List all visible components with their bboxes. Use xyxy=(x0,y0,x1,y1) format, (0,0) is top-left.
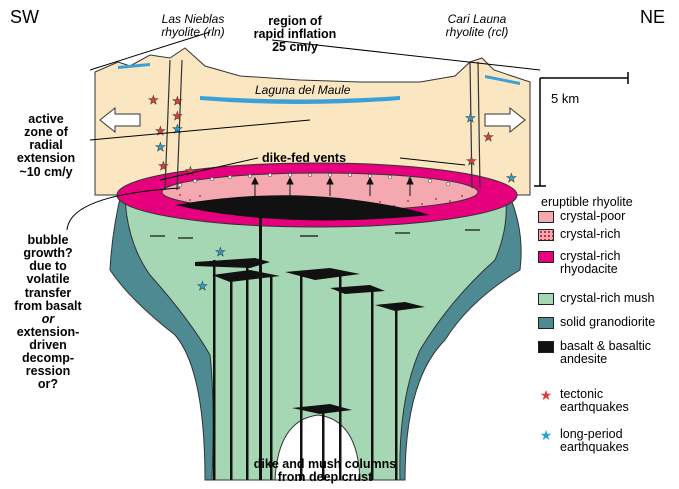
legend-swatch xyxy=(538,251,554,263)
legend-label: basalt & basaltic andesite xyxy=(560,340,651,366)
legend-label: crystal-rich rhyodacite xyxy=(560,250,620,276)
cari-launa-line1: Cari Launa xyxy=(432,13,522,26)
svg-text:★: ★ xyxy=(506,171,517,185)
bubble-note-line: or xyxy=(6,313,90,326)
svg-text:★: ★ xyxy=(172,109,183,123)
bubble-note-line: or? xyxy=(6,378,90,391)
las-nieblas-line1: Las Nieblas xyxy=(148,13,238,26)
legend-star-item: ★ long-period earthquakes xyxy=(538,428,629,454)
svg-text:★: ★ xyxy=(483,130,494,144)
compass-ne: NE xyxy=(640,8,665,27)
svg-text:★: ★ xyxy=(197,279,208,293)
legend-item: crystal-rich rhyodacite xyxy=(538,250,620,276)
svg-text:★: ★ xyxy=(158,159,169,173)
legend-label: tectonic earthquakes xyxy=(560,388,629,414)
legend-item: crystal-rich mush xyxy=(538,292,654,305)
legend-swatch xyxy=(538,229,554,241)
legend-item: crystal-rich xyxy=(538,228,620,241)
legend-swatch xyxy=(538,341,554,353)
vents-label: dike-fed vents xyxy=(262,152,346,165)
legend-item: solid granodiorite xyxy=(538,316,655,329)
legend-star-item: ★ tectonic earthquakes xyxy=(538,388,629,414)
bubble-note-line: from basalt xyxy=(6,300,90,313)
inflation-label: region of rapid inflation 25 cm/y xyxy=(240,15,350,54)
extension-note-line: extension xyxy=(6,152,86,165)
scale-bar xyxy=(534,72,628,186)
legend-label: solid granodiorite xyxy=(560,316,655,329)
extension-note-line: ~10 cm/y xyxy=(6,166,86,179)
legend-item: basalt & basaltic andesite xyxy=(538,340,651,366)
legend-heading: eruptible rhyolite xyxy=(541,196,633,209)
legend-label: long-period earthquakes xyxy=(560,428,629,454)
legend-label: crystal-rich mush xyxy=(560,292,654,305)
feeder-dike-main xyxy=(259,210,262,480)
scale-label: 5 km xyxy=(551,92,579,106)
inflation-line3: 25 cm/y xyxy=(240,41,350,54)
svg-text:★: ★ xyxy=(466,154,477,168)
svg-text:★: ★ xyxy=(172,122,183,136)
star-icon: ★ xyxy=(538,428,554,442)
lake-label: Laguna del Maule xyxy=(255,84,350,97)
star-icon: ★ xyxy=(538,388,554,402)
svg-text:★: ★ xyxy=(155,140,166,154)
legend-swatch xyxy=(538,317,554,329)
bottom-caption-line2: from deep crust xyxy=(240,471,410,484)
cari-launa-label: Cari Launa rhyolite (rcl) xyxy=(432,13,522,38)
legend-swatch xyxy=(538,293,554,305)
legend-label: crystal-poor xyxy=(560,210,625,223)
compass-sw: SW xyxy=(10,8,39,27)
bubble-note-line: transfer xyxy=(6,287,90,300)
bubble-note-line: volatile xyxy=(6,273,90,286)
legend-swatch xyxy=(538,211,554,223)
bottom-caption: dike and mush columns from deep crust xyxy=(240,458,410,484)
legend-label: crystal-rich xyxy=(560,228,620,241)
svg-text:★: ★ xyxy=(148,93,159,107)
svg-text:★: ★ xyxy=(215,245,226,259)
svg-text:★: ★ xyxy=(185,164,196,178)
svg-text:★: ★ xyxy=(465,111,476,125)
legend-item: crystal-poor xyxy=(538,210,625,223)
las-nieblas-label: Las Nieblas rhyolite (rln) xyxy=(148,13,238,38)
svg-text:★: ★ xyxy=(172,94,183,108)
cari-launa-line2: rhyolite (rcl) xyxy=(432,26,522,39)
las-nieblas-line2: rhyolite (rln) xyxy=(148,26,238,39)
svg-text:★: ★ xyxy=(155,124,166,138)
